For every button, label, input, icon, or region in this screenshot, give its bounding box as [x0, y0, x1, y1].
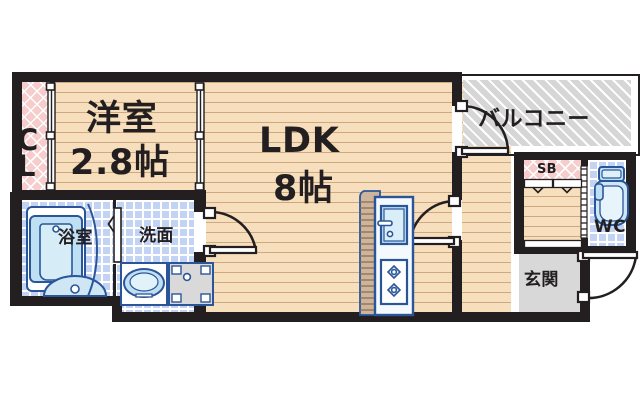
kitchen-sink: [373, 195, 415, 317]
sanitary-label: 洗面: [139, 226, 174, 246]
closet-label-l: L: [17, 149, 37, 183]
wall-sb-left: [514, 152, 524, 252]
entrance-door[interactable]: [576, 249, 640, 306]
balcony-floor: [463, 80, 631, 146]
wall-bath-sanitary-top: [113, 200, 116, 212]
wc-label: WC: [594, 217, 626, 237]
closet-door[interactable]: [44, 82, 58, 192]
wall-right-lower: [580, 246, 590, 322]
sanitary-door[interactable]: [202, 206, 262, 260]
bath-label: 浴室: [58, 228, 93, 248]
washitsu-ldk-door[interactable]: [193, 82, 207, 192]
wall-wc-top: [514, 152, 636, 160]
ldk-hall-door-opening: [452, 200, 462, 240]
bath-door[interactable]: [107, 204, 124, 266]
balcony-door-opening: [452, 106, 462, 152]
wall-mid-horizontal: [12, 190, 206, 200]
shoebox-base: [523, 239, 583, 249]
genkan-label: 玄関: [524, 270, 559, 290]
toilet: [594, 166, 629, 238]
ldk-floor: [206, 82, 459, 316]
ldk-area: 8帖: [273, 169, 334, 209]
wall-step: [112, 296, 122, 322]
wall-right-step: [580, 246, 636, 254]
wall-left-upper: [12, 72, 22, 200]
wall-left-lower: [10, 192, 22, 306]
wall-bath-bottom: [10, 296, 122, 306]
wall-bath-sanitary-bottom: [113, 262, 116, 306]
wall-right-upper: [626, 152, 636, 252]
wall-genkan-top: [514, 246, 586, 254]
washitsu-floor: [54, 82, 194, 190]
wall-ldk-hall-upper: [452, 72, 462, 106]
genkan-floor: [519, 254, 581, 316]
ldk-label: LDK: [259, 121, 340, 161]
wash-basin: [120, 262, 168, 306]
balcony-door[interactable]: [448, 99, 510, 160]
shoebox-label: SB: [537, 162, 557, 177]
closet-label-c: C: [17, 123, 39, 157]
shoebox-floor: [524, 160, 581, 179]
bathtub: [26, 206, 86, 292]
washer-pan: [168, 262, 214, 306]
shoebox-door[interactable]: [523, 178, 583, 194]
wall-bottom: [112, 312, 590, 322]
sanitary-door-opening: [194, 212, 206, 252]
washitsu-area: 2.8帖: [70, 143, 170, 183]
balcony-label: バルコニー: [478, 107, 590, 132]
wall-top: [12, 72, 462, 82]
wall-sb-wc-top: [581, 152, 588, 168]
wall-sb-wc-bottom: [581, 236, 588, 254]
shower-partition: [86, 202, 112, 298]
shoebox-shelf-floor: [524, 186, 581, 246]
wc-door[interactable]: [578, 164, 590, 240]
washitsu-label: 洋室: [86, 99, 158, 139]
